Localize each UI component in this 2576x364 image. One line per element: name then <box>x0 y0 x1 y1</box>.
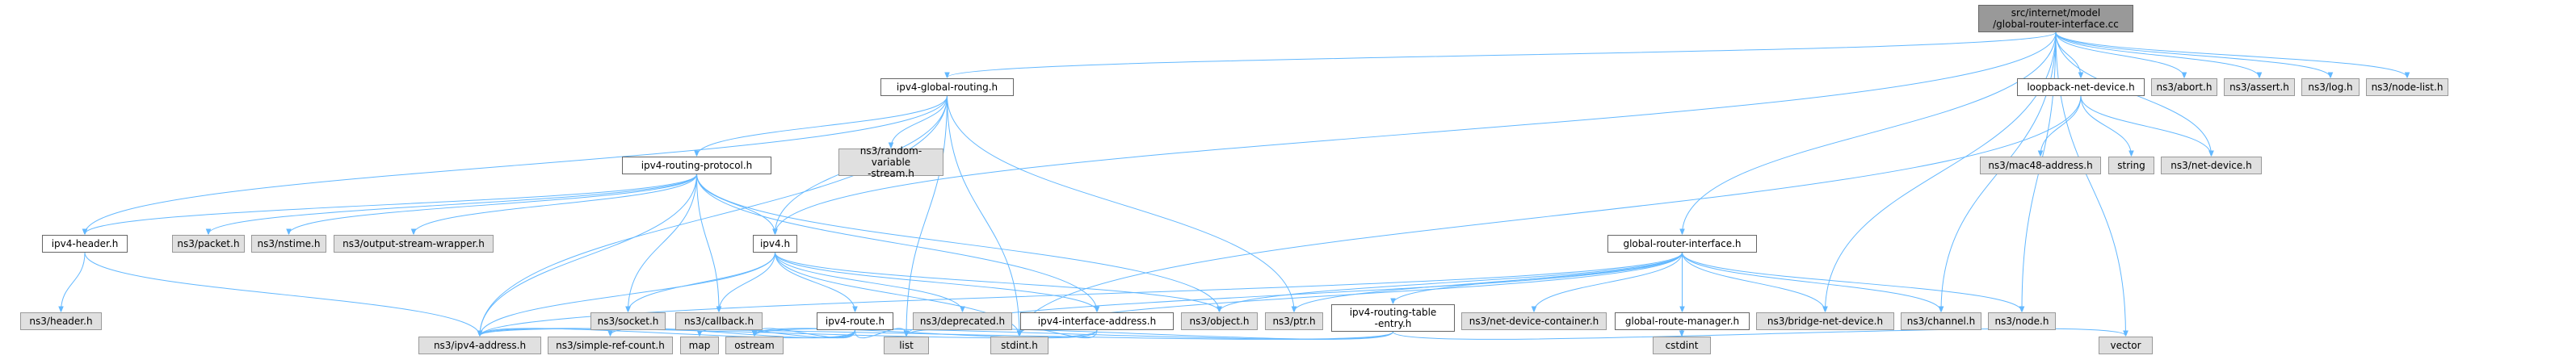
edge-ipv4-header-to-ipv4addr <box>84 252 480 336</box>
edge-gri-h-to-ptr <box>1294 252 1683 312</box>
edge-ipv4-global-routing-to-random-var <box>891 95 948 148</box>
node-ipv4addr: ns3/ipv4-address.h <box>418 337 541 354</box>
node-ostream: ostream <box>725 337 784 354</box>
node-loopback[interactable]: loopback-net-device.h <box>2017 78 2145 96</box>
node-list: list <box>884 337 929 354</box>
edge-ipv4-rte-to-ipv4addr <box>480 328 1393 340</box>
node-callback: ns3/callback.h <box>675 312 763 330</box>
edge-gri-h-to-bridge <box>1682 252 1826 312</box>
edge-ipv4-global-routing-to-stdint <box>947 95 1020 336</box>
node-src: ns3/simple-ref-count.h <box>548 337 673 354</box>
node-map: map <box>680 337 719 354</box>
node-log: ns3/log.h <box>2301 78 2360 96</box>
node-ndc: ns3/net-device-container.h <box>1461 312 1607 330</box>
node-channel: ns3/channel.h <box>1901 312 1981 330</box>
edge-root-to-nodelist <box>2055 31 2407 77</box>
edge-ipv4-rte-to-ostream <box>754 328 1393 340</box>
edge-ipv4h-to-object <box>775 252 1220 312</box>
edge-ipv4-routing-protocol-to-osw <box>414 174 697 234</box>
edge-ipv4-global-routing-to-ipv4-routing-protocol <box>697 95 948 156</box>
edge-ipv4-global-routing-to-ipv4addr <box>480 95 948 336</box>
edge-ipv4h-to-ipv4addr <box>480 252 775 336</box>
edge-root-to-ipv4h <box>775 31 2057 234</box>
node-mac48: ns3/mac48-address.h <box>1980 157 2101 174</box>
node-netdev: ns3/net-device.h <box>2161 157 2262 174</box>
node-nstime: ns3/nstime.h <box>251 235 326 253</box>
edge-ipv4h-to-callback <box>719 252 775 312</box>
node-ipv4-global-routing[interactable]: ipv4-global-routing.h <box>880 78 1014 96</box>
edge-ipv4-routing-protocol-to-ipv4-header <box>85 174 697 234</box>
edge-root-to-gri-h <box>1683 31 2057 234</box>
node-ipv4h[interactable]: ipv4.h <box>753 235 797 253</box>
edge-loopback-to-mac48 <box>2040 95 2082 156</box>
edge-gri-h-to-channel <box>1682 252 1942 312</box>
edge-ipv4-routing-protocol-to-packet <box>208 174 697 234</box>
edge-root-to-log <box>2055 31 2330 77</box>
edge-loopback-to-string <box>2080 95 2132 156</box>
edge-ipv4-global-routing-to-ptr <box>947 95 1295 312</box>
node-packet: ns3/packet.h <box>172 235 245 253</box>
edge-gri-h-to-ndc <box>1534 252 1683 312</box>
edge-gri-h-to-node <box>1682 252 2023 312</box>
node-ipv4-header[interactable]: ipv4-header.h <box>42 235 128 253</box>
edge-ipv4-rte-to-vector <box>1393 328 2126 340</box>
node-abort: ns3/abort.h <box>2151 78 2217 96</box>
node-stdint: stdint.h <box>990 337 1048 354</box>
node-header: ns3/header.h <box>20 312 102 330</box>
node-vector: vector <box>2099 337 2153 354</box>
node-root: src/internet/model /global-router-interf… <box>1978 5 2133 32</box>
node-string: string <box>2108 157 2154 174</box>
node-ipv4-routing-protocol[interactable]: ipv4-routing-protocol.h <box>622 157 771 174</box>
node-assert: ns3/assert.h <box>2224 78 2295 96</box>
node-nodelist: ns3/node-list.h <box>2366 78 2448 96</box>
edge-ipv4-routing-protocol-to-socket <box>628 174 697 312</box>
node-grm[interactable]: global-route-manager.h <box>1615 312 1750 330</box>
edge-gri-h-to-ipv4-rte <box>1393 252 1683 303</box>
edge-ipv4-header-to-header <box>61 252 86 312</box>
edge-loopback-to-netdev <box>2080 95 2212 156</box>
edge-ipv4-routing-protocol-to-object <box>696 174 1220 312</box>
edge-ipv4-routing-protocol-to-ipv4h <box>696 174 775 234</box>
edge-loopback-to-stdint <box>1019 95 2082 336</box>
node-ipv4-ifaddr[interactable]: ipv4-interface-address.h <box>1020 312 1174 330</box>
node-ptr: ns3/ptr.h <box>1265 312 1323 330</box>
edge-ipv4-routing-protocol-to-ipv4addr <box>480 174 697 336</box>
edge-ipv4h-to-socket <box>628 252 775 312</box>
node-gri-h[interactable]: global-router-interface.h <box>1607 235 1757 253</box>
node-deprecated: ns3/deprecated.h <box>913 312 1012 330</box>
edge-ipv4-routing-protocol-to-nstime <box>289 174 697 234</box>
node-bridge: ns3/bridge-net-device.h <box>1756 312 1894 330</box>
node-node: ns3/node.h <box>1988 312 2056 330</box>
edge-ipv4-routing-protocol-to-callback <box>696 174 720 312</box>
edge-ipv4h-to-deprecated <box>775 252 963 312</box>
edge-ipv4-routing-protocol-to-ipv4-ifaddr <box>696 174 1098 312</box>
node-cstdint: cstdint <box>1653 337 1711 354</box>
edge-gri-h-to-object <box>1220 252 1683 312</box>
node-ipv4-route[interactable]: ipv4-route.h <box>817 312 893 330</box>
node-object: ns3/object.h <box>1181 312 1258 330</box>
node-socket: ns3/socket.h <box>590 312 666 330</box>
edge-ipv4h-to-ipv4-route <box>775 252 855 312</box>
edge-root-to-abort <box>2055 31 2184 77</box>
edge-ipv4-global-routing-to-list <box>906 95 948 336</box>
edge-ipv4-route-to-ipv4addr <box>480 328 855 339</box>
edge-ipv4h-to-ipv4-ifaddr <box>775 252 1098 312</box>
node-ipv4-rte[interactable]: ipv4-routing-table -entry.h <box>1331 304 1455 332</box>
node-random-var: ns3/random-variable -stream.h <box>838 145 943 179</box>
edge-ipv4-global-routing-to-ipv4-header <box>85 95 948 234</box>
edge-root-to-ipv4-global-routing <box>948 31 2057 77</box>
edge-gri-h-to-ipv4addr <box>480 252 1683 336</box>
edge-grm-to-cstdint <box>1682 328 1683 339</box>
node-osw: ns3/output-stream-wrapper.h <box>334 235 494 253</box>
edge-root-to-assert <box>2055 31 2259 77</box>
